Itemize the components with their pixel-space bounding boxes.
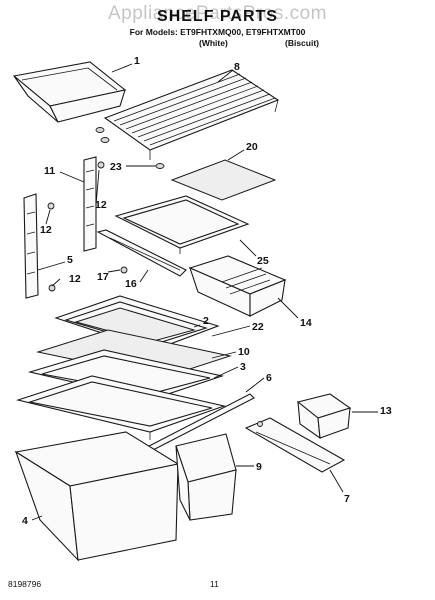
callout-6: 6 bbox=[266, 372, 272, 384]
callout-13: 13 bbox=[380, 405, 392, 417]
page-number: 11 bbox=[210, 579, 219, 589]
part-4-crisper bbox=[14, 431, 237, 562]
callout-23: 23 bbox=[110, 161, 122, 173]
callouts: 1 8 23 20 11 12 12 5 12 17 16 25 14 2 22… bbox=[22, 55, 392, 527]
variant-biscuit: (Biscuit) bbox=[285, 38, 319, 48]
part-14-drawer bbox=[188, 255, 287, 317]
part-2-frame bbox=[54, 295, 220, 351]
part-13-bin bbox=[296, 393, 352, 440]
callout-25: 25 bbox=[257, 255, 269, 267]
part-23-clips bbox=[95, 127, 165, 169]
watermark: AppliancePartsPros.com bbox=[107, 3, 328, 24]
part-12-screws bbox=[47, 161, 105, 292]
callout-16: 16 bbox=[125, 278, 137, 290]
callout-11: 11 bbox=[44, 165, 55, 177]
callout-1: 1 bbox=[134, 55, 140, 67]
part-1-bin bbox=[12, 61, 127, 123]
variant-white: (White) bbox=[199, 38, 228, 48]
leader-lines bbox=[31, 63, 378, 521]
part-5-rail bbox=[23, 193, 39, 299]
callout-3: 3 bbox=[240, 361, 246, 373]
callout-22: 22 bbox=[252, 321, 264, 333]
part-20-glass bbox=[170, 159, 277, 201]
part-7-bracket bbox=[244, 417, 346, 473]
callout-17: 17 bbox=[97, 271, 109, 283]
crisper-cover bbox=[15, 375, 226, 440]
callout-2: 2 bbox=[203, 315, 209, 327]
part-17-screw bbox=[120, 266, 128, 274]
callout-14: 14 bbox=[300, 317, 312, 329]
callout-20: 20 bbox=[246, 141, 258, 153]
callout-8: 8 bbox=[234, 61, 240, 73]
models-line: For Models: ET9FHTXMQ00, ET9FHTXMT00 bbox=[129, 27, 306, 37]
callout-12b: 12 bbox=[40, 224, 52, 236]
callout-4: 4 bbox=[22, 515, 28, 527]
part-16-bracket bbox=[96, 229, 187, 277]
callout-7: 7 bbox=[344, 493, 350, 505]
part-25-shelf bbox=[114, 195, 250, 254]
callout-12a: 12 bbox=[95, 199, 107, 211]
callout-9: 9 bbox=[256, 461, 262, 473]
callout-12c: 12 bbox=[69, 273, 81, 285]
part-11-rail bbox=[83, 156, 97, 252]
part-8-wire-shelf bbox=[103, 69, 280, 160]
page-title: SHELF PARTS bbox=[157, 8, 278, 25]
doc-number: 8198796 bbox=[8, 579, 42, 589]
callout-10: 10 bbox=[238, 346, 250, 358]
callout-5: 5 bbox=[67, 254, 73, 266]
